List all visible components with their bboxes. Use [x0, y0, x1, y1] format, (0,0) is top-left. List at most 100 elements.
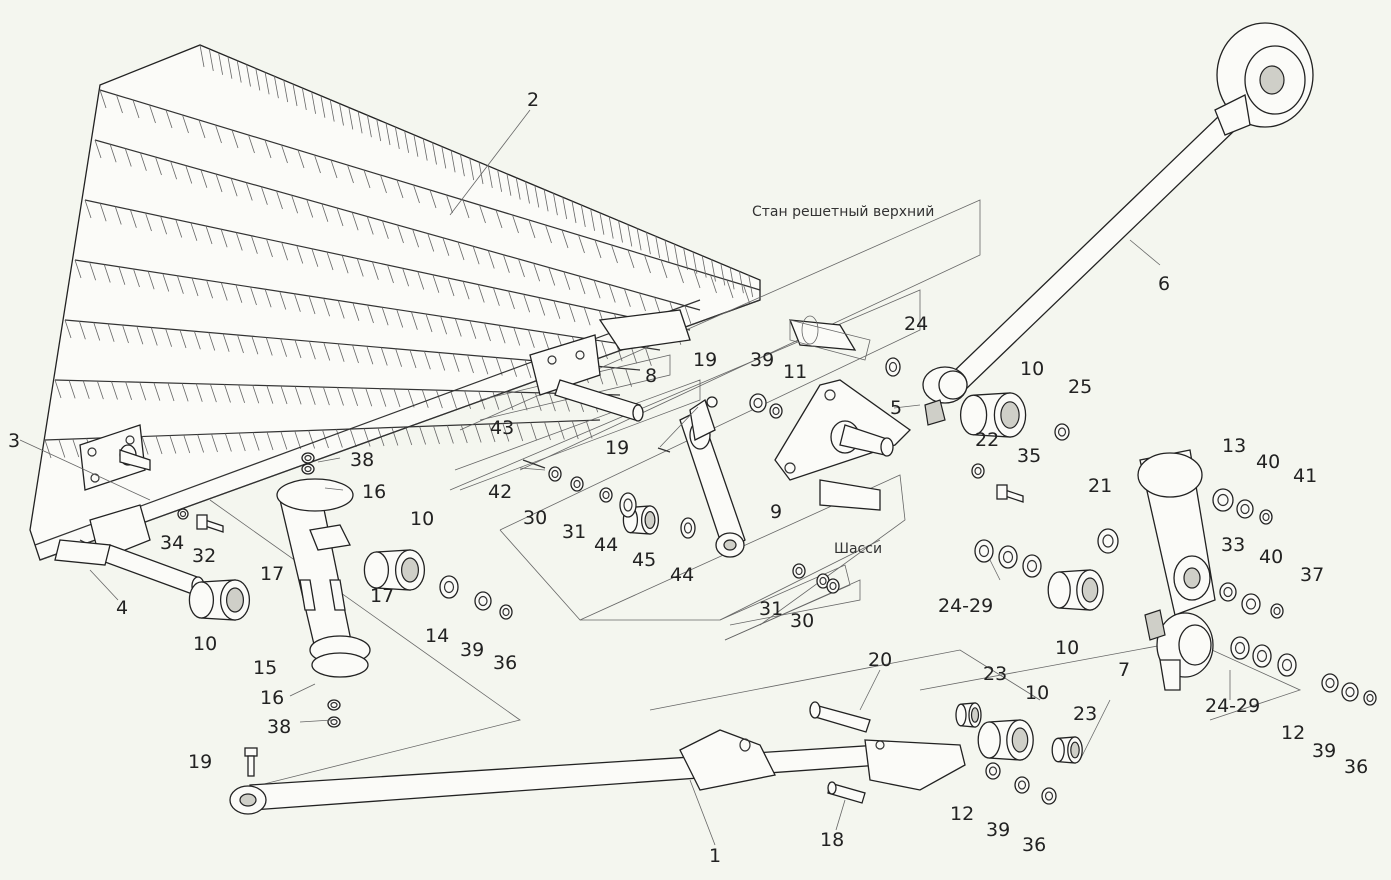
washer: [1321, 673, 1339, 693]
sieve-tooth: [379, 388, 387, 407]
sieve-tooth: [512, 214, 519, 234]
bolt-19-bottom: [244, 747, 258, 777]
sieve-tooth: [84, 199, 92, 219]
sieve-tooth: [297, 149, 305, 169]
sieve-tooth: [450, 390, 457, 409]
sieve-comb: [441, 146, 447, 169]
bolt-19-top: [706, 396, 718, 408]
sieve-tooth: [181, 383, 189, 402]
callout-23-left: 23: [983, 663, 1007, 685]
pin-20: [809, 701, 871, 733]
callout-44-left: 44: [594, 534, 618, 556]
washer-hole: [1223, 586, 1233, 598]
sieve-comb: [664, 239, 670, 263]
sieve-tooth: [58, 439, 66, 458]
sieve-comb: [255, 68, 261, 91]
sieve-tooth: [205, 225, 213, 245]
washer: [1022, 554, 1042, 578]
sieve-comb: [236, 60, 242, 83]
sieve-tooth: [578, 234, 585, 254]
bushing-end: [955, 703, 967, 727]
callout-17-left: 17: [260, 563, 284, 585]
sieve-tooth: [492, 287, 500, 306]
sieve-comb: [432, 142, 437, 165]
sieve-comb: [339, 103, 344, 126]
sieve-tooth: [162, 273, 170, 292]
bushing-bore: [1000, 401, 1020, 429]
washer: [1212, 488, 1234, 512]
sieve-tooth: [516, 422, 524, 442]
sieve-tooth: [454, 318, 462, 337]
sieve-comb: [385, 122, 391, 146]
sieve-tooth: [145, 212, 152, 232]
bushing-bore: [401, 557, 420, 583]
sieve-tooth: [462, 281, 470, 300]
washer: [439, 575, 459, 599]
washer: [499, 604, 513, 620]
sieve-tooth: [412, 229, 420, 248]
washer-hole: [330, 718, 338, 726]
sieve-comb: [478, 161, 484, 185]
sieve-tooth: [195, 383, 203, 402]
bushing-end: [959, 394, 988, 436]
sieve-tooth: [139, 382, 147, 401]
sieve-comb: [497, 169, 502, 192]
sieve-tooth: [279, 291, 287, 310]
sieve-tooth: [170, 161, 178, 180]
sieve-tooth: [78, 321, 86, 340]
callout-12-bottom: 12: [950, 803, 974, 825]
pin-18: [827, 781, 866, 804]
washer: [826, 578, 840, 594]
sieve-comb: [729, 267, 735, 290]
washer-hole: [1044, 791, 1054, 801]
sieve-tooth: [623, 288, 631, 307]
sieve-tooth: [533, 263, 541, 282]
callout-numbers: 4 3 2 6 1 5 7 8 9 10 10 10 10 10 11 12 1…: [8, 89, 1368, 867]
washer-hole: [179, 510, 187, 518]
sieve-tooth: [314, 154, 321, 174]
callout-16-bottom: 16: [260, 687, 284, 709]
sieve-tooth: [237, 334, 244, 354]
callout-2: 2: [527, 89, 539, 111]
sieve-comb: [329, 99, 335, 122]
sieve-tooth: [238, 432, 246, 452]
sieve-tooth: [252, 385, 260, 404]
sieve-comb: [534, 185, 540, 208]
callout-23-right: 23: [1073, 703, 1097, 725]
sieve-tooth: [464, 390, 472, 410]
sieve-tooth: [74, 259, 82, 279]
sieve-tooth: [548, 392, 556, 412]
washer-hole: [602, 490, 610, 500]
washer-hole: [829, 581, 837, 591]
sieve-comb: [487, 165, 493, 188]
sieve-comb: [311, 91, 316, 114]
sieve-tooth: [563, 271, 571, 290]
washer: [749, 393, 767, 413]
sieve-tooth: [413, 184, 420, 204]
sieve-tooth: [322, 429, 329, 449]
washer-hole: [1256, 649, 1268, 663]
washer: [1097, 528, 1119, 554]
sieve-tooth: [136, 326, 144, 345]
sieve-tooth: [250, 235, 258, 254]
sieve-tooth: [153, 382, 161, 401]
bushings-10: [188, 392, 1104, 764]
washer: [1277, 653, 1297, 677]
washer-hole: [772, 406, 780, 416]
sieve-tooth: [94, 139, 102, 159]
bolt-head: [196, 514, 208, 530]
sieve-tooth: [231, 129, 239, 149]
sieve-tooth: [155, 435, 163, 455]
sieve-tooth: [460, 424, 468, 444]
lever-7: [1137, 449, 1216, 691]
washer: [301, 452, 315, 464]
washer-hole: [888, 361, 898, 373]
sieve-tooth: [726, 279, 734, 299]
sieve-tooth: [82, 380, 90, 399]
sieve-tooth: [89, 262, 97, 281]
sieve-comb: [320, 95, 326, 118]
callout-24-29-left: 24-29: [938, 595, 993, 617]
washer: [1219, 582, 1237, 602]
sieve-tooth: [442, 237, 450, 256]
sieve-tooth: [238, 384, 246, 404]
